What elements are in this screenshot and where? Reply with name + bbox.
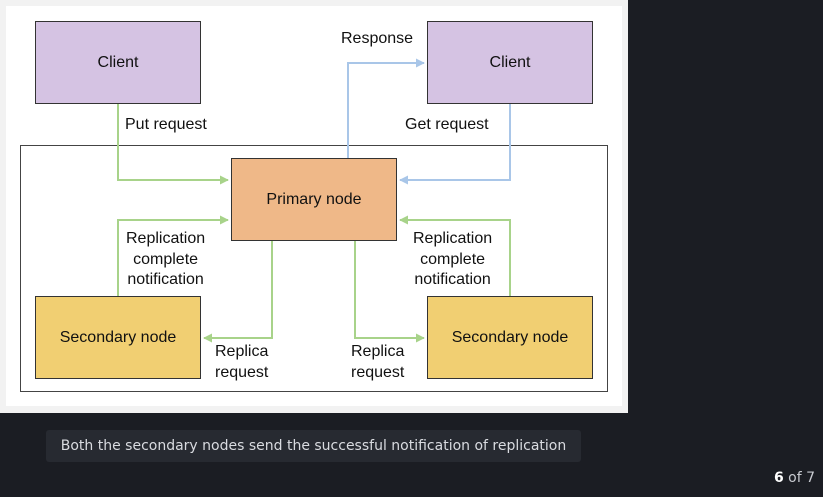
label-line: request [215, 363, 269, 381]
storage-cluster-boundary [20, 145, 608, 392]
secondary-node-right: Secondary node [427, 296, 593, 379]
pager-current: 6 [773, 470, 784, 486]
put-request-arrow [117, 104, 229, 185]
label-line: request [351, 363, 405, 381]
label-line: complete [420, 250, 486, 268]
label-line: Replica [351, 343, 405, 360]
put-request-label: Put request [125, 115, 207, 136]
replica-request-left-arrow [203, 241, 273, 343]
replication-notification-left-label: Replication complete notification [126, 229, 206, 291]
caption-text: Both the secondary nodes send the succes… [60, 438, 567, 454]
label-line: notification [414, 271, 491, 288]
label-line: Replica [215, 343, 269, 360]
get-request-arrow [399, 104, 511, 185]
label-line: Replication [413, 230, 493, 247]
slide-caption: Both the secondary nodes send the succes… [46, 430, 581, 462]
slide-frame: Client Client Primary node Secondary nod… [0, 0, 628, 413]
client-node-right: Client [427, 21, 593, 104]
diagram-arrows [117, 58, 511, 343]
replica-request-left-label: Replica request [215, 342, 269, 383]
response-label: Response [341, 29, 414, 50]
pager-total: of 7 [783, 470, 815, 486]
replication-notification-right-label: Replication complete notification [413, 229, 493, 291]
client-node-left: Client [35, 21, 201, 104]
replication-notification-right-arrow [399, 215, 511, 296]
replica-request-right-arrow [354, 241, 425, 343]
primary-node: Primary node [231, 158, 397, 241]
replication-notification-left-arrow [117, 215, 229, 296]
label-line: Replication [126, 230, 206, 247]
label-line: complete [133, 250, 199, 268]
get-request-label: Get request [405, 115, 489, 136]
response-arrow [347, 58, 425, 158]
diagram-canvas: Client Client Primary node Secondary nod… [6, 6, 622, 406]
secondary-node-left: Secondary node [35, 296, 201, 379]
replica-request-right-label: Replica request [351, 342, 405, 383]
label-line: notification [127, 271, 204, 288]
slide-pager: 6 of 7 [774, 470, 815, 486]
